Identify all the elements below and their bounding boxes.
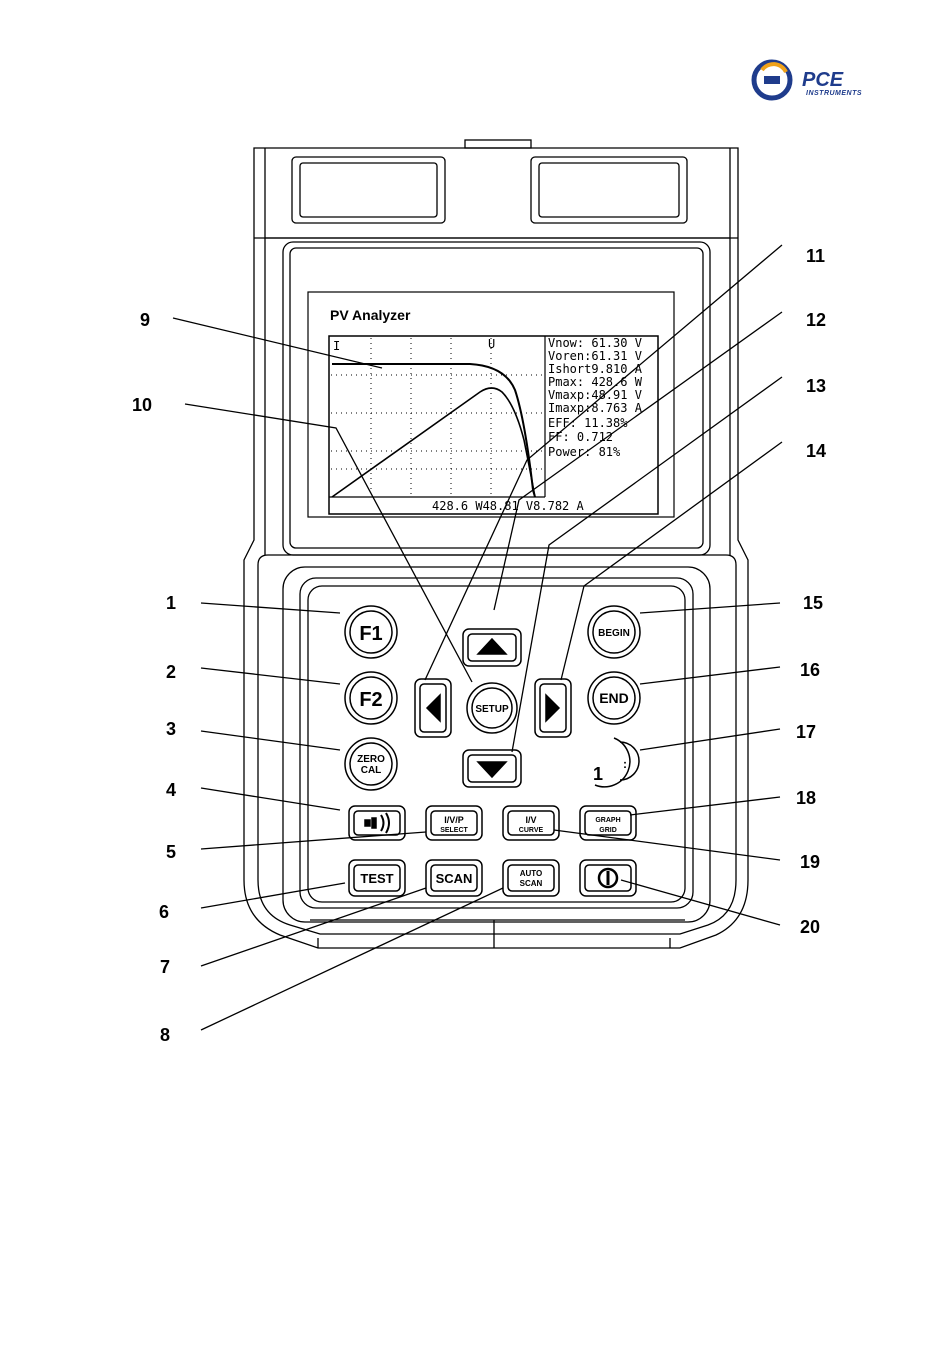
reading-vopen: Voren:61.31 V — [548, 349, 642, 363]
iv-curve-button[interactable]: I/V CURVE — [502, 805, 560, 841]
reading-power: Power: 81% — [548, 445, 621, 459]
reading-ff: FF: 0.712 — [548, 430, 613, 444]
scan-button[interactable]: SCAN — [425, 859, 483, 897]
callout-16: 16 — [800, 660, 820, 680]
iv-label-2: CURVE — [519, 827, 544, 834]
logo-brand: PCE — [802, 69, 844, 91]
screen-title: PV Analyzer — [330, 307, 411, 323]
end-button[interactable]: END — [587, 671, 641, 725]
reading-ishort: Ishort9.810 A — [548, 362, 643, 376]
callout-numbers: 1 2 3 4 5 6 7 8 9 10 11 12 13 14 15 16 1… — [132, 246, 826, 1045]
callout-2: 2 — [166, 662, 176, 682]
backlight-icon — [364, 819, 371, 827]
reading-pmax: Pmax: 428.6 W — [548, 375, 643, 389]
screen-footer: 428.6 W48.81 V8.782 A — [432, 499, 584, 513]
ivp-label-2: SELECT — [440, 827, 468, 834]
end-label: END — [599, 690, 629, 706]
logo-arc-icon — [760, 62, 788, 74]
auto-label-2: SCAN — [520, 879, 543, 888]
callout-20: 20 — [800, 917, 820, 937]
arrow-right-icon — [545, 693, 561, 723]
callout-5: 5 — [166, 842, 176, 862]
callout-10: 10 — [132, 395, 152, 415]
begin-button[interactable]: BEGIN — [587, 605, 641, 659]
logo-sub: INSTRUMENTS — [806, 90, 862, 97]
pv-curve — [331, 387, 536, 498]
graph-label-2: GRID — [599, 827, 617, 834]
callout-7: 7 — [160, 957, 170, 977]
callout-17: 17 — [796, 722, 816, 742]
callout-19: 19 — [800, 852, 820, 872]
callout-12: 12 — [806, 310, 826, 330]
callout-14: 14 — [806, 441, 826, 461]
graph-axis-i: I — [333, 339, 340, 353]
up-button[interactable] — [462, 628, 522, 667]
auto-scan-button[interactable]: AUTO SCAN — [502, 859, 560, 897]
callout-13: 13 — [806, 376, 826, 396]
begin-label: BEGIN — [598, 628, 630, 639]
scan-label: SCAN — [436, 871, 473, 886]
readings-list: Vnow: 61.30 V Voren:61.31 V Ishort9.810 … — [548, 336, 643, 459]
backlight-button[interactable] — [348, 805, 406, 841]
ivp-label-1: I/V/P — [444, 815, 464, 825]
left-button[interactable] — [414, 678, 452, 738]
logo-ring-icon — [751, 59, 793, 101]
reading-imaxp: Imaxp:8.763 A — [548, 401, 643, 415]
callout-11: 11 — [806, 246, 825, 266]
ivp-select-button[interactable]: I/V/P SELECT — [425, 805, 483, 841]
iv-label-1: I/V — [525, 815, 536, 825]
rotary-knob[interactable]: 1 : — [593, 737, 640, 788]
auto-label-1: AUTO — [520, 869, 543, 878]
pce-logo: PCE INSTRUMENTS — [751, 59, 862, 101]
rotary-mark: : — [623, 757, 627, 771]
callout-lines — [172, 244, 783, 1031]
graph-grid — [331, 338, 545, 497]
callout-3: 3 — [166, 719, 176, 739]
down-button[interactable] — [462, 749, 522, 788]
setup-button[interactable]: SETUP — [466, 682, 518, 734]
rotary-digit: 1 — [593, 764, 603, 784]
iv-curve — [332, 363, 536, 498]
callout-4: 4 — [166, 780, 176, 800]
callout-1: 1 — [166, 593, 176, 613]
reading-vmaxp: Vmaxp:48.91 V — [548, 388, 642, 402]
graph-label-1: GRAPH — [595, 817, 620, 824]
zero-cal-button[interactable]: ZERO CAL — [344, 737, 398, 791]
reading-vnow: Vnow: 61.30 V — [548, 336, 642, 350]
zero-cal-label-2: CAL — [361, 765, 382, 776]
reading-eff: EFF: 11.38% — [548, 416, 628, 430]
callout-15: 15 — [803, 593, 823, 613]
arrow-down-icon — [476, 761, 508, 779]
f2-button[interactable]: F2 — [344, 671, 398, 725]
callout-18: 18 — [796, 788, 816, 808]
arrow-up-icon — [476, 637, 508, 655]
test-label: TEST — [360, 871, 393, 886]
lcd-screen: PV Analyzer I U Vnow: 61.30 V Voren:61.3… — [307, 291, 675, 518]
callout-9: 9 — [140, 310, 150, 330]
callout-8: 8 — [160, 1025, 170, 1045]
f1-label: F1 — [359, 623, 382, 645]
zero-cal-label-1: ZERO — [357, 754, 385, 765]
graph-grid-button[interactable]: GRAPH GRID — [579, 805, 637, 841]
f2-label: F2 — [359, 689, 382, 711]
callout-6: 6 — [159, 902, 169, 922]
arrow-left-icon — [425, 693, 441, 723]
f1-button[interactable]: F1 — [344, 605, 398, 659]
graph-axis-v: U — [488, 337, 495, 351]
setup-label: SETUP — [475, 704, 509, 715]
test-button[interactable]: TEST — [348, 859, 406, 897]
power-button[interactable] — [579, 859, 637, 897]
right-button[interactable] — [534, 678, 572, 738]
power-icon — [597, 867, 619, 889]
device-body — [243, 139, 749, 949]
